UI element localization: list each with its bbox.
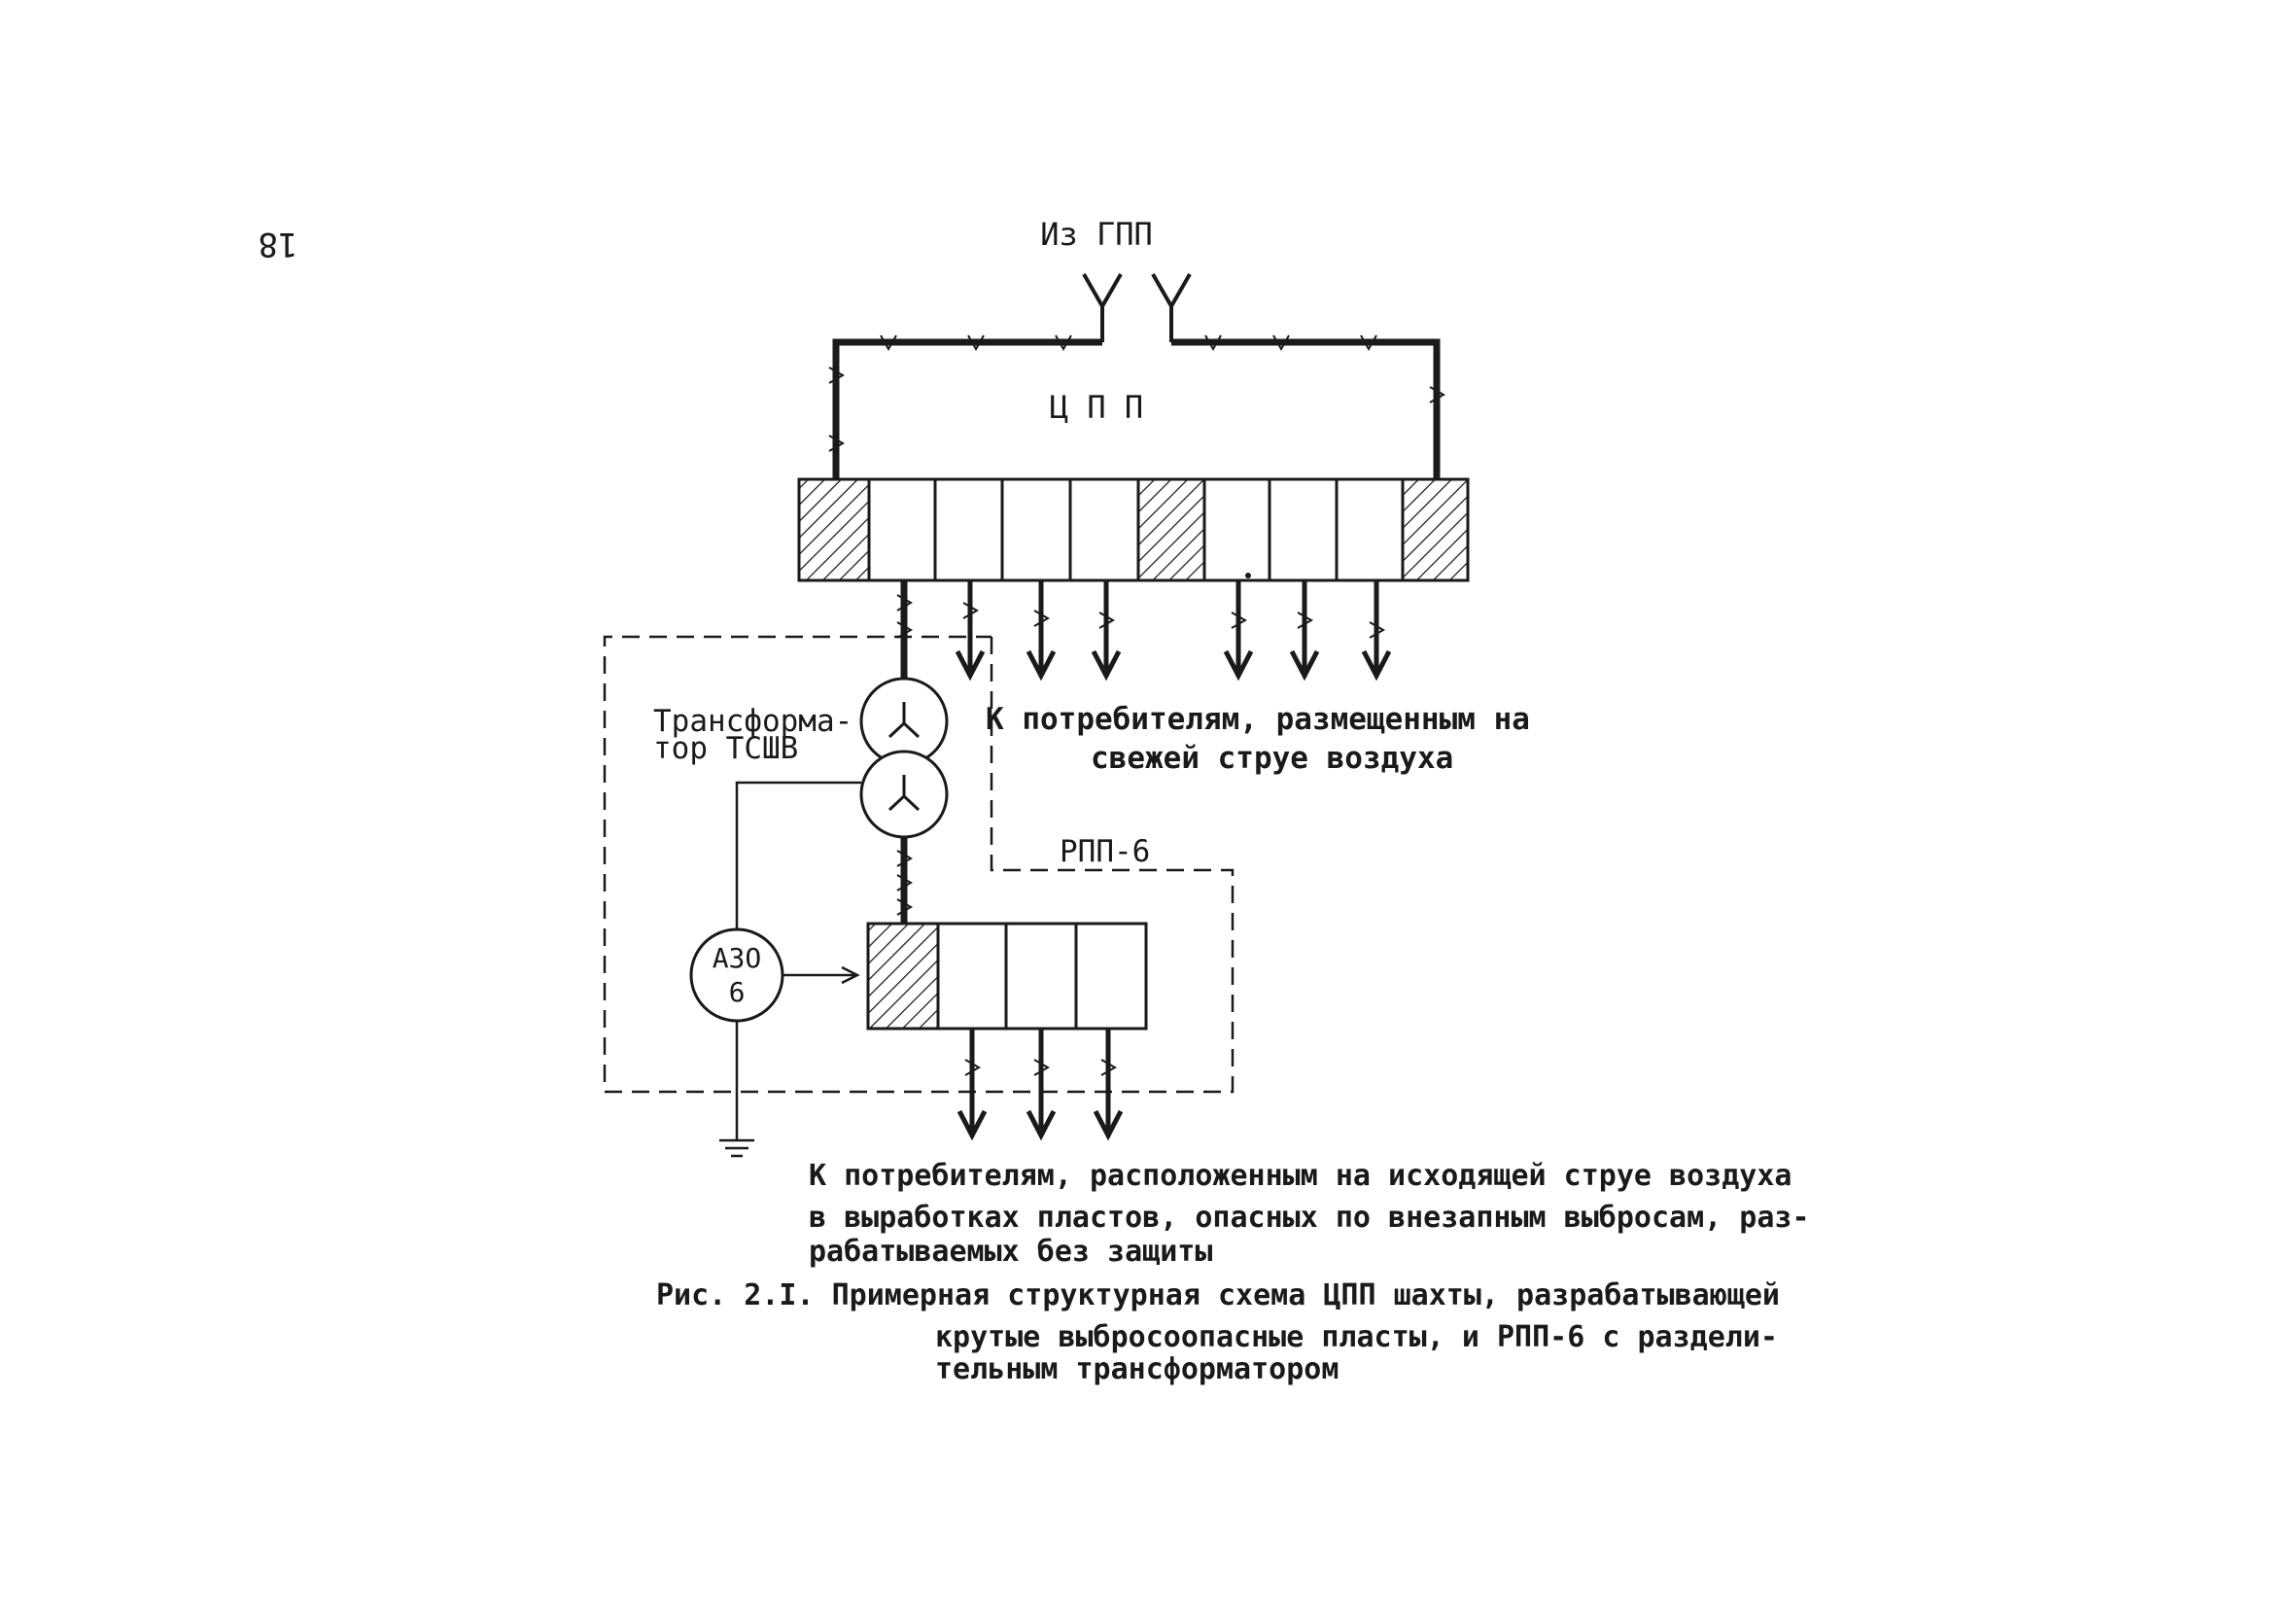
cpp-cell-5 (1068, 477, 1140, 582)
cpp-cell-9 (1335, 477, 1405, 582)
cpp-cell-6 (1136, 477, 1206, 582)
transformer-label-line2: тор ТСШВ (653, 731, 798, 766)
exhaust-line2: в выработках пластов, опасных по внезапн… (809, 1201, 1810, 1235)
bus-dot (1245, 573, 1251, 578)
exhaust-air-feeders (957, 1029, 1124, 1141)
fresh-air-feeder-ticks (962, 602, 1386, 639)
figure-caption-line3: тельным трансформатором (935, 1352, 1339, 1386)
azo-relay-symbol (689, 927, 784, 1023)
cpp-feed-cable (832, 338, 1441, 479)
rpp-cell-3 (1004, 922, 1078, 1031)
exhaust-line3: рабатываемых без защиты (809, 1235, 1212, 1269)
relay-label-line1: АЗО (713, 942, 762, 974)
source-label: Из ГПП (1040, 216, 1153, 253)
rpp-cell-1 (866, 922, 940, 1031)
page-number: 18 (259, 225, 298, 263)
cpp-cell-10 (1401, 477, 1470, 582)
rpp-cell-4 (1074, 922, 1148, 1031)
exhaust-air-feeder-ticks (964, 1059, 1118, 1076)
rpp-cell-2 (936, 922, 1008, 1031)
transformer-tsshv-symbol (859, 677, 949, 839)
cpp-label: Ц П П (1050, 389, 1143, 426)
cpp-cell-1 (797, 477, 871, 582)
cable-tick-marks (828, 334, 1446, 452)
cpp-cell-4 (1000, 477, 1072, 582)
figure-caption-line2: крутые выбросоопасные пласты, и РПП-6 с … (935, 1320, 1778, 1354)
cpp-cell-8 (1268, 477, 1339, 582)
rpp-switchgear-row (866, 922, 1148, 1031)
incoming-cable-symbols (1082, 273, 1192, 342)
exhaust-line1: К потребителям, расположенным на исходящ… (809, 1159, 1792, 1193)
relay-label-line2: 6 (729, 976, 746, 1008)
explosion-safe-boundary (603, 635, 1235, 1094)
fresh-air-line2: свежей струе воздуха (1091, 741, 1453, 776)
ground-icon (719, 1138, 754, 1158)
cpp-cell-7 (1202, 477, 1271, 582)
cpp-cell-2 (867, 477, 937, 582)
rpp-label: РПП-6 (1060, 834, 1150, 869)
fresh-air-line1: К потребителям, размещенным на (986, 702, 1530, 737)
monitoring-wiring (735, 781, 861, 1140)
cpp-cell-3 (933, 477, 1004, 582)
figure-caption-line1: Рис. 2.I. Примерная структурная схема ЦП… (656, 1278, 1780, 1312)
fresh-air-feeders (955, 580, 1392, 682)
cpp-switchgear-row (797, 477, 1470, 582)
transformer-feeder-ticks (896, 594, 914, 916)
transformer-label-line1: Трансформа- (653, 704, 852, 739)
